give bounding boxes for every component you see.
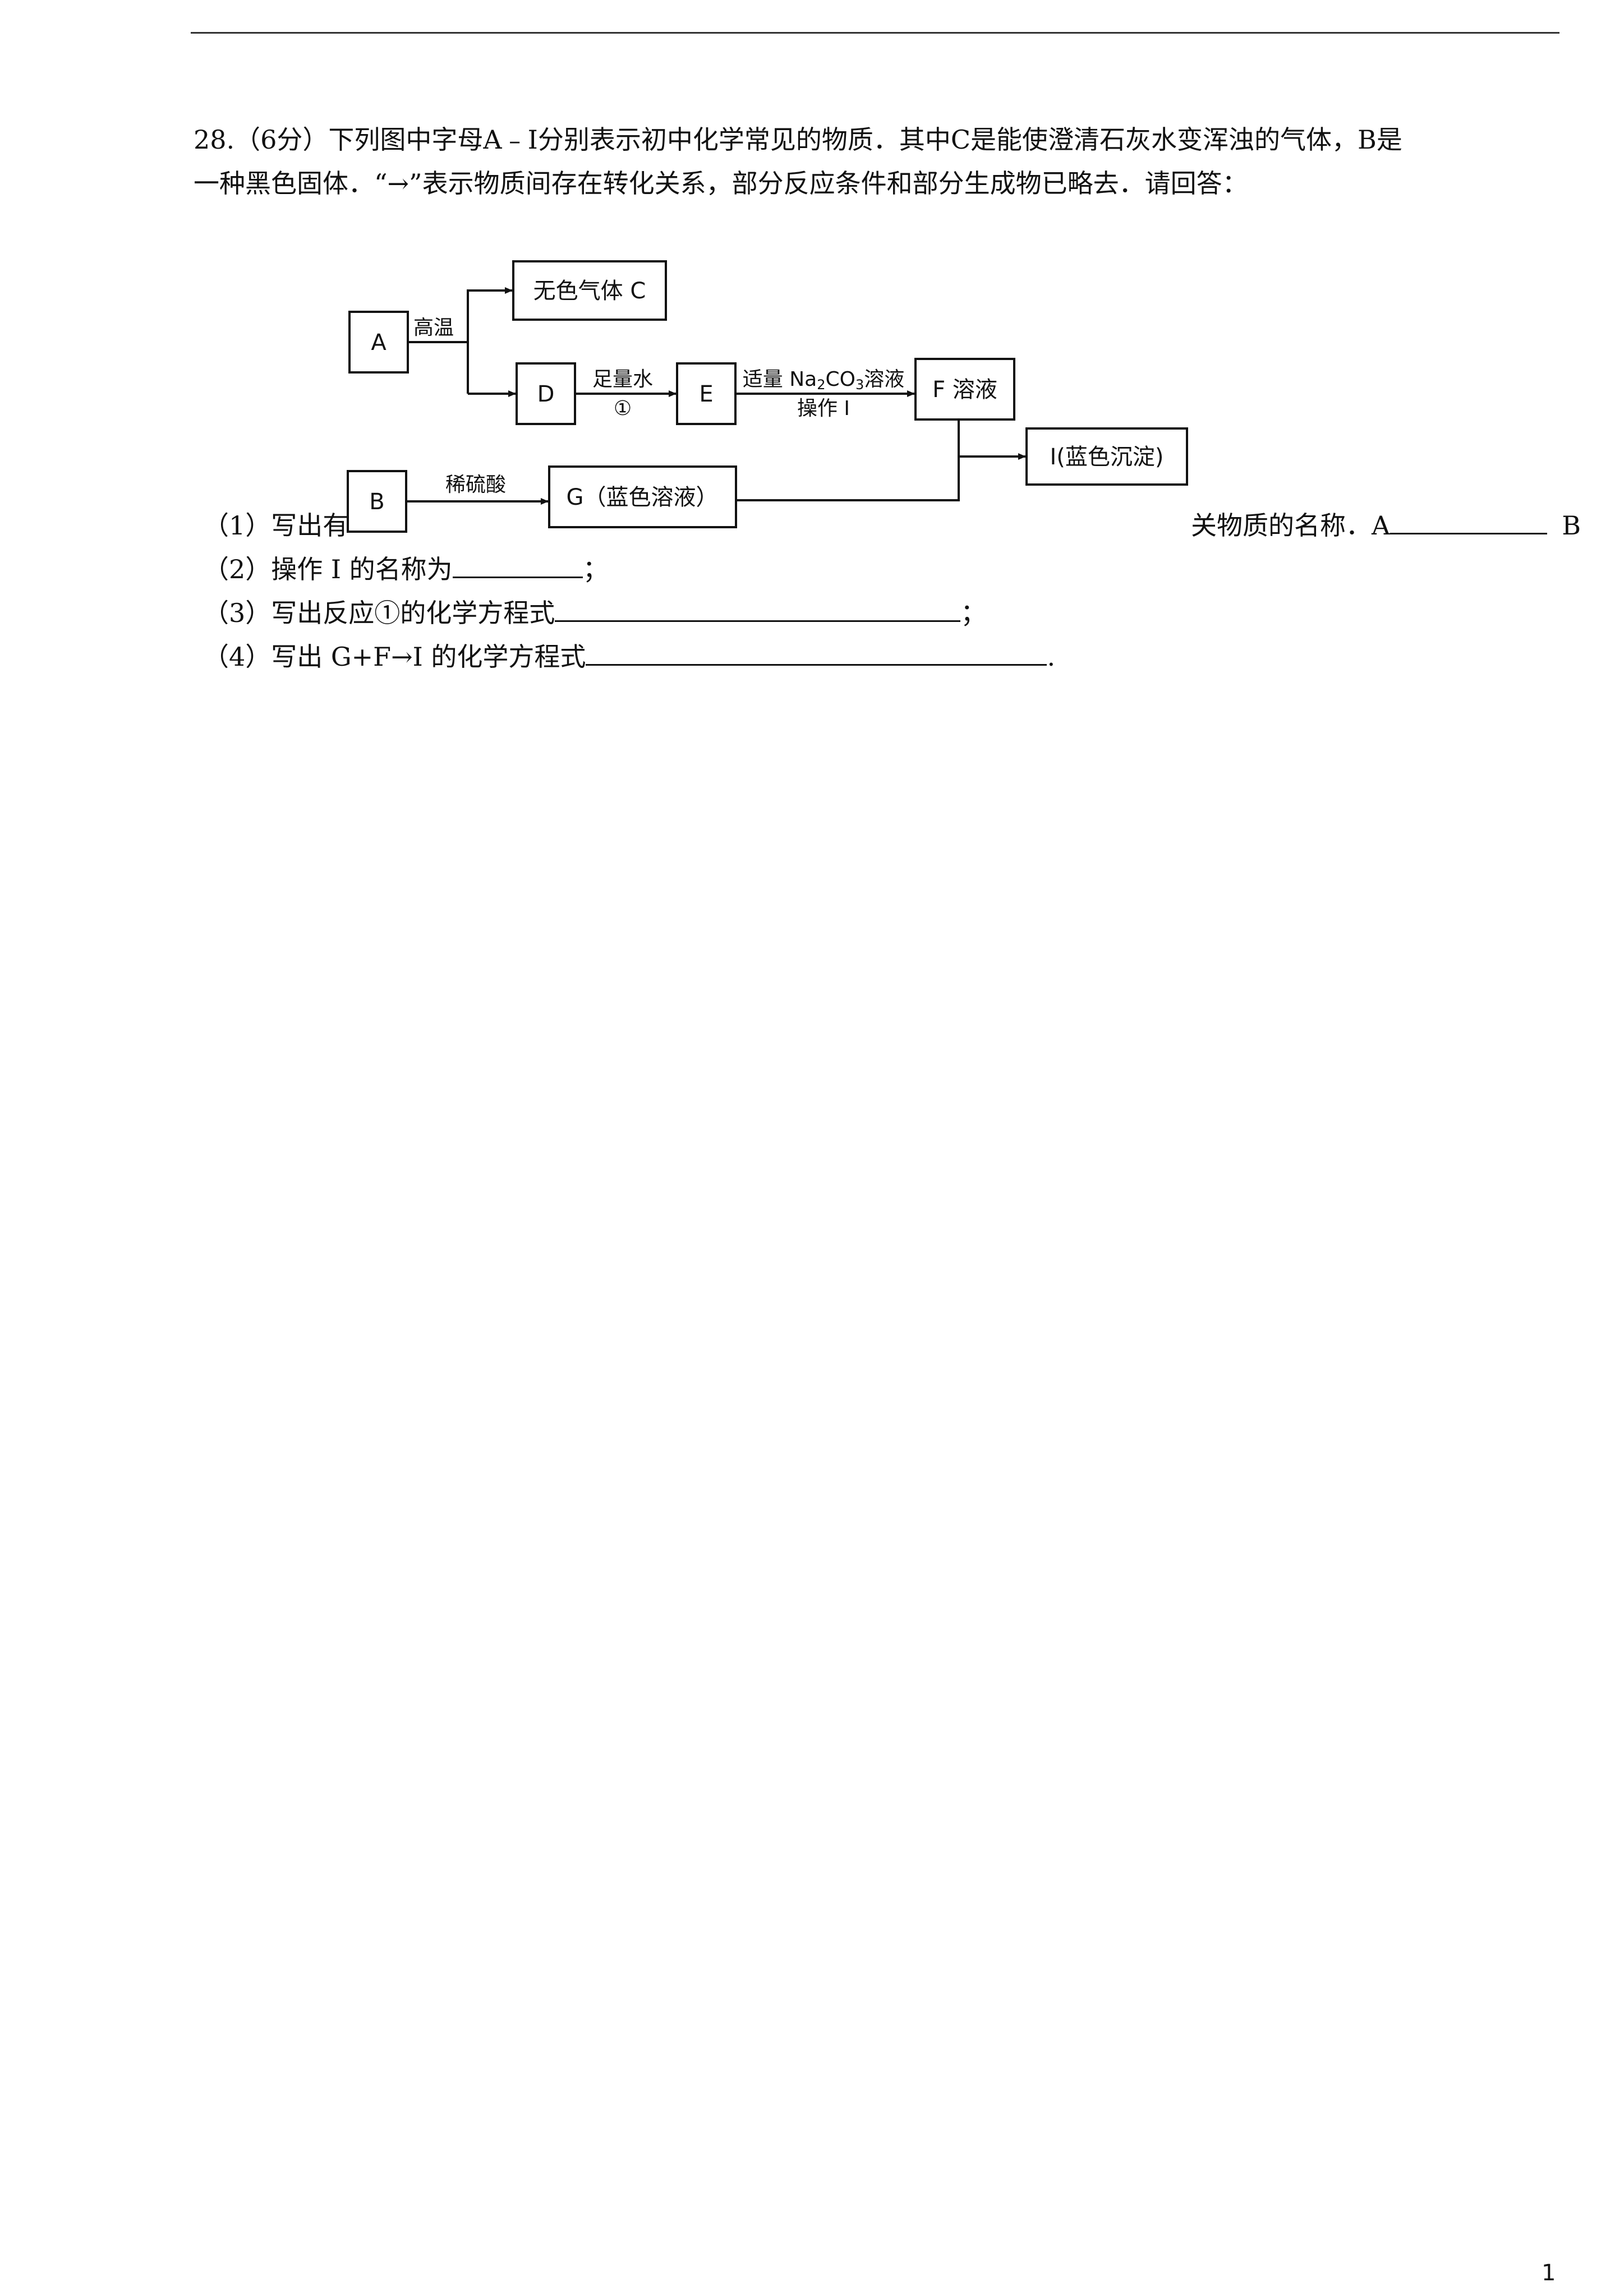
q2-blank[interactable] xyxy=(452,551,583,578)
box-g xyxy=(548,465,737,528)
label-operation: 操作 I xyxy=(797,397,850,420)
subquestion-2: （2）操作 I 的名称为 ； xyxy=(203,547,609,591)
q1-mid: 关物质的名称．A xyxy=(1191,510,1391,541)
label-na2co3-post: 溶液 xyxy=(864,368,904,391)
header-rule xyxy=(191,32,1559,34)
label-acid: 稀硫酸 xyxy=(445,473,506,496)
label-high-temp: 高温 xyxy=(413,316,454,339)
q1-b: B xyxy=(1562,510,1581,541)
label-na2co3-sub1: 2 xyxy=(817,377,825,393)
q2-prefix: （2）操作 I 的名称为 xyxy=(203,554,453,584)
subquestion-1: （1）写出有 xyxy=(203,504,348,547)
subquestion-4: （4）写出 G+F→I 的化学方程式. xyxy=(203,635,1055,679)
subquestion-3: （3）写出反应①的化学方程式 ； xyxy=(203,591,986,635)
label-na2co3-sub2: 3 xyxy=(855,377,864,393)
box-f xyxy=(914,358,1015,421)
subquestion-1-tail: 关物质的名称．A B xyxy=(1191,504,1581,547)
q3-blank[interactable] xyxy=(555,594,961,622)
q1-blank-a[interactable] xyxy=(1390,507,1548,534)
page-number: 1 xyxy=(1542,2260,1556,2286)
box-d-label: D xyxy=(537,381,555,407)
label-na2co3: 适量 Na2CO3溶液 xyxy=(743,368,905,393)
box-g-label: G（蓝色溶液） xyxy=(567,485,719,510)
box-c xyxy=(512,260,667,321)
box-i-label: I(蓝色沉淀) xyxy=(1050,444,1163,470)
q4-blank[interactable] xyxy=(586,638,1047,666)
label-na2co3-pre: 适量 Na xyxy=(743,368,817,391)
reaction-flow-diagram: A 无色气体 C D E F 溶液 I(蓝色沉淀) B G（蓝色溶液） 高温 足… xyxy=(347,260,1188,533)
label-reaction1: ① xyxy=(614,397,632,420)
box-f-label: F 溶液 xyxy=(932,377,997,403)
q4-end: . xyxy=(1047,642,1056,672)
box-b-label: B xyxy=(369,489,384,515)
box-a-label: A xyxy=(371,330,387,356)
question-stem-line1: 28.（6分）下列图中字母A﹣I分别表示初中化学常见的物质．其中C是能使澄清石灰… xyxy=(194,125,1402,155)
label-water: 足量水 xyxy=(592,368,653,391)
q1-prefix: （1）写出有 xyxy=(203,510,349,541)
label-na2co3-mid: CO xyxy=(825,368,855,391)
q2-end: ； xyxy=(582,554,609,584)
question-stem-line2: 一种黑色固体．“→”表示物质间存在转化关系，部分反应条件和部分生成物已略去．请回… xyxy=(194,168,1248,199)
box-e-label: E xyxy=(699,381,713,407)
q3-end: ； xyxy=(960,598,987,628)
box-c-label: 无色气体 C xyxy=(533,278,646,304)
q4-prefix: （4）写出 G+F→I 的化学方程式 xyxy=(203,642,586,672)
box-i xyxy=(1025,427,1188,486)
q3-prefix: （3）写出反应①的化学方程式 xyxy=(203,598,555,628)
